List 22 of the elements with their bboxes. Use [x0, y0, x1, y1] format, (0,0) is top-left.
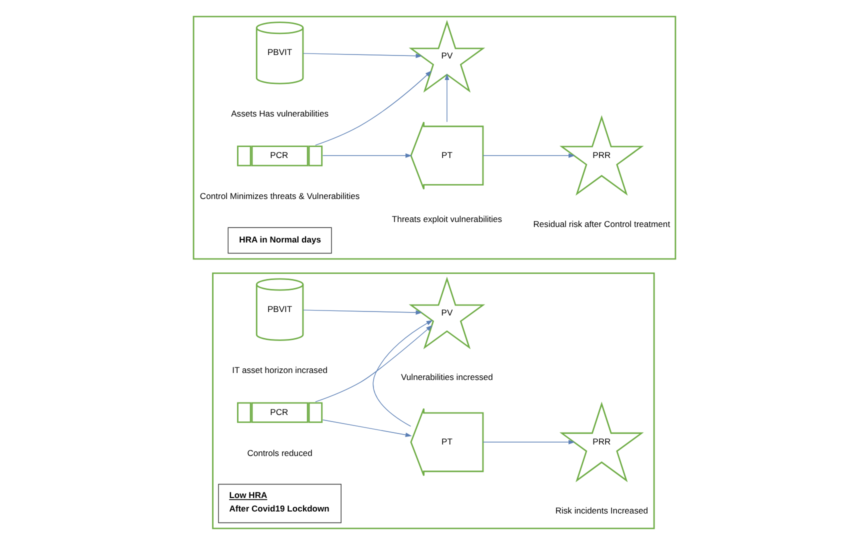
- arrow: [302, 53, 422, 58]
- node-label: Risk incidents Increased: [554, 506, 648, 516]
- node-label: Vulnerabilities incressed: [400, 372, 492, 382]
- node-label: Residual risk after Control treatment: [532, 218, 670, 229]
- node-label: Threats exploit vulnerabilities: [391, 214, 502, 224]
- node-box: HRA in Normal days: [227, 227, 332, 254]
- arrow: [482, 440, 574, 444]
- arrow: [314, 70, 432, 146]
- arrow: [372, 320, 432, 427]
- node-label: Control Minimizes threats & Vulnerabilities: [199, 191, 360, 202]
- arrow: [322, 153, 412, 158]
- cluster: [212, 272, 654, 530]
- node-label: IT asset horizon incrased: [232, 365, 327, 376]
- arrow: [302, 310, 422, 315]
- arrow: [322, 420, 412, 438]
- node-label: Assets Has vulnerabilities: [230, 108, 328, 118]
- arrow: [314, 325, 432, 402]
- arrow: [444, 74, 449, 122]
- node-box: Low HRA After Covid19 Lockdown: [218, 484, 341, 524]
- node-label: Controls reduced: [246, 448, 312, 458]
- cluster: [192, 16, 676, 260]
- arrow: [482, 153, 574, 158]
